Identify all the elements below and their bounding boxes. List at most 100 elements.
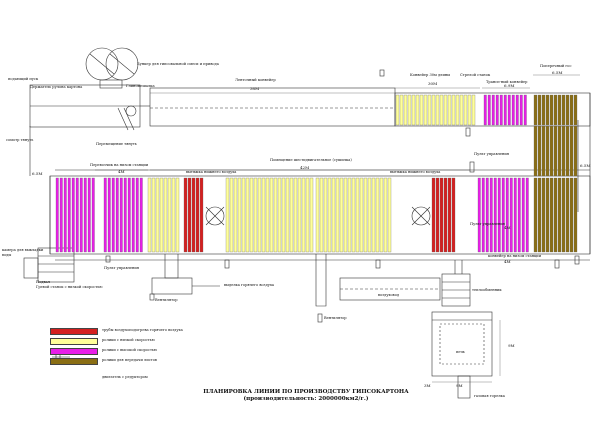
roller-yellow	[305, 177, 310, 253]
roller-yellow	[375, 177, 380, 253]
roller-magenta	[119, 177, 123, 253]
label-paper-cradle: подающий пуск	[8, 77, 39, 81]
label-stacker-machine: Гревой станок с низкой скоростью	[36, 285, 103, 289]
roller-magenta	[107, 177, 111, 253]
label-outlet-small2: воды	[2, 253, 12, 257]
dim-4-right: 4М	[504, 259, 511, 264]
roller-brown	[545, 94, 550, 126]
stacker-box	[37, 247, 75, 283]
roller-brown	[541, 177, 546, 253]
roller-yellow	[359, 177, 364, 253]
roller-magenta	[487, 94, 491, 126]
label-plate-cutter: Стрелой станок	[460, 73, 491, 77]
label-outlet-small: камера для выкладки	[2, 248, 44, 252]
roller-yellow	[225, 177, 230, 253]
roller-brown	[569, 177, 574, 253]
roller-magenta	[91, 177, 95, 253]
label-air-duct: воздуховод	[378, 293, 400, 297]
roller-red	[447, 177, 452, 253]
dim-30: 30М	[428, 81, 438, 86]
label-burner: газовая горелка	[474, 394, 505, 398]
roller-brown	[533, 177, 538, 253]
roller-yellow	[363, 177, 368, 253]
roller-red	[191, 177, 196, 253]
roller-yellow	[455, 94, 460, 126]
roller-magenta	[503, 94, 507, 126]
fan-unit-left	[151, 277, 193, 295]
roller-red	[431, 177, 436, 253]
roller-yellow	[327, 177, 332, 253]
roller-magenta	[127, 177, 131, 253]
roller-yellow	[261, 177, 266, 253]
label-corner: сомотр тянуть	[6, 138, 34, 142]
mixer-box	[99, 79, 123, 89]
roller-red	[443, 177, 448, 253]
roller-magenta	[497, 177, 501, 253]
dim-4-left: 4М	[118, 169, 125, 174]
dim-9-v: 9М	[508, 343, 515, 348]
roller-brown	[553, 94, 558, 126]
roller-stripes	[55, 94, 578, 253]
roller-yellow	[175, 177, 180, 253]
roller-brown	[565, 177, 570, 253]
label-turn-roller: Перемещение тянуть	[96, 142, 137, 146]
roller-yellow	[399, 94, 404, 126]
legend-text: двигатель с редуктором	[102, 375, 148, 379]
dim-42: 42М	[300, 165, 310, 170]
roller-yellow	[285, 177, 290, 253]
label-side-conveyor: Пульт управления	[104, 266, 140, 270]
roller-yellow	[471, 94, 476, 126]
roller-yellow	[427, 94, 432, 126]
roller-magenta	[79, 177, 83, 253]
roller-brown	[561, 177, 566, 253]
roller-magenta	[483, 94, 487, 126]
roller-magenta	[139, 177, 143, 253]
roller-magenta	[477, 177, 481, 253]
roller-brown	[537, 94, 542, 126]
roller-magenta	[509, 177, 513, 253]
legend-item-yellow: ролики с низкой скоростью	[50, 337, 250, 345]
roller-brown	[545, 177, 550, 253]
roller-brown	[569, 94, 574, 126]
roller-brown	[565, 125, 570, 177]
label-belt-30: Конвейер 30м длины	[410, 73, 451, 77]
label-drying-chamber: Помещение шестидвигательное (сушилка)	[270, 158, 352, 162]
roller-brown	[545, 125, 550, 177]
roller-magenta	[59, 177, 63, 253]
legend-text: ролики для передачи листов	[102, 358, 157, 362]
roller-yellow	[415, 94, 420, 126]
roller-magenta	[523, 94, 527, 126]
roller-yellow	[265, 177, 270, 253]
roller-yellow	[431, 94, 436, 126]
roller-yellow	[155, 177, 160, 253]
roller-brown	[553, 125, 558, 177]
roller-magenta	[83, 177, 87, 253]
roller-magenta	[75, 177, 79, 253]
roller-yellow	[459, 94, 464, 126]
dim-9-h: 9М	[456, 383, 463, 388]
roller-magenta	[115, 177, 119, 253]
roller-yellow	[439, 94, 444, 126]
roller-yellow	[347, 177, 352, 253]
roller-yellow	[257, 177, 262, 253]
roller-yellow	[269, 177, 274, 253]
roller-brown	[557, 94, 562, 126]
furnace-box	[431, 311, 493, 377]
roller-magenta	[111, 177, 115, 253]
roller-magenta	[481, 177, 485, 253]
roller-yellow	[351, 177, 356, 253]
roller-magenta	[63, 177, 67, 253]
roller-red	[199, 177, 204, 253]
roller-brown	[553, 177, 558, 253]
roller-yellow	[229, 177, 234, 253]
roller-magenta	[491, 94, 495, 126]
roller-brown	[549, 177, 554, 253]
roller-magenta	[489, 177, 493, 253]
roller-yellow	[309, 177, 314, 253]
roller-magenta	[493, 177, 497, 253]
roller-red	[187, 177, 192, 253]
roller-magenta	[519, 94, 523, 126]
roller-yellow	[403, 94, 408, 126]
roller-yellow	[435, 94, 440, 126]
roller-brown	[533, 125, 538, 177]
